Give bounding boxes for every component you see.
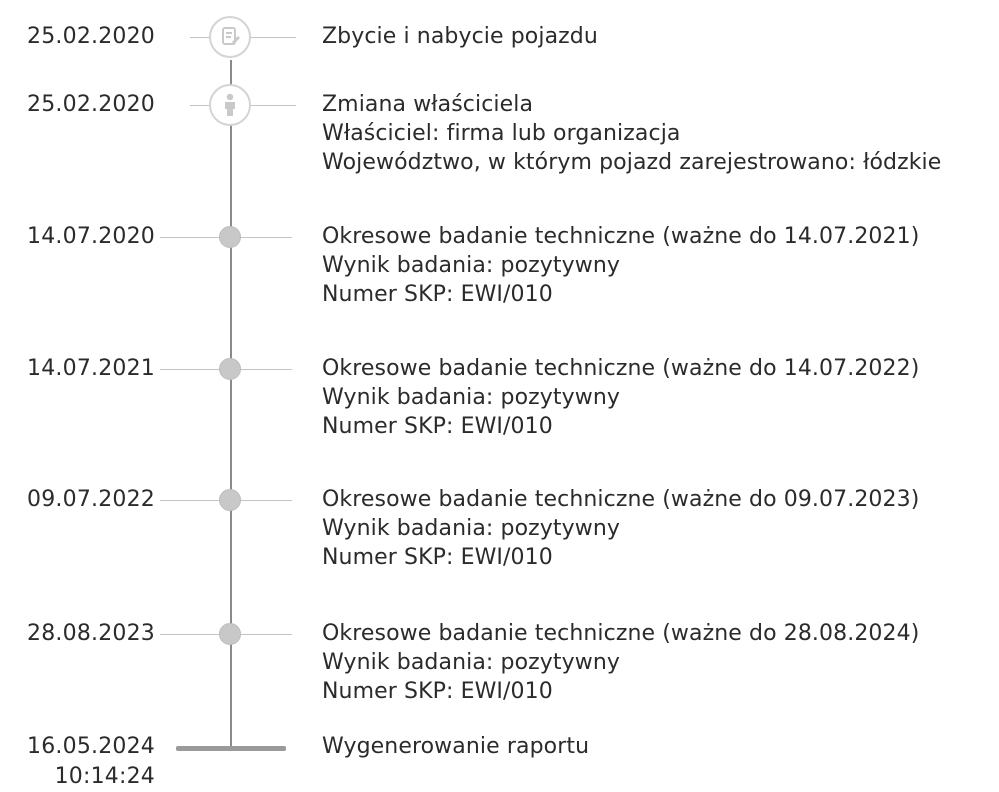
event-detail-line: Numer SKP: EWI/010 [322, 414, 553, 439]
event-title: Wygenerowanie raportu [322, 734, 590, 759]
event-detail-line: Wynik badania: pozytywny [322, 516, 621, 541]
event-icon-ring [209, 84, 251, 126]
event-marker-dot [219, 226, 241, 248]
event-date: 25.02.2020 [27, 24, 155, 49]
event-title: Okresowe badanie techniczne (ważne do 28… [322, 621, 920, 646]
event-icon-ring [209, 16, 251, 58]
event-marker-dot [219, 358, 241, 380]
event-marker-dot [219, 489, 241, 511]
timeline-end-bar [176, 746, 286, 751]
event-detail-line: Wynik badania: pozytywny [322, 650, 621, 675]
event-detail-line: Województwo, w którym pojazd zarejestrow… [322, 150, 942, 175]
event-date: 09.07.2022 [27, 487, 155, 512]
event-marker-dot [219, 623, 241, 645]
event-details: Zmiana właściciela Właściciel: firma lub… [322, 90, 941, 177]
event-title: Okresowe badanie techniczne (ważne do 14… [322, 224, 920, 249]
event-detail-line: Numer SKP: EWI/010 [322, 545, 553, 570]
event-date: 14.07.2021 [27, 356, 155, 381]
event-date: 16.05.2024 10:14:24 [0, 732, 155, 792]
event-title: Zmiana właściciela [322, 92, 534, 117]
event-details: Wygenerowanie raportu [322, 732, 589, 761]
timeline-spine [230, 60, 232, 750]
event-detail-line: Numer SKP: EWI/010 [322, 282, 553, 307]
event-detail-line: Wynik badania: pozytywny [322, 253, 621, 278]
event-detail-line: Właściciel: firma lub organizacja [322, 121, 681, 146]
event-title: Okresowe badanie techniczne (ważne do 14… [322, 356, 920, 381]
event-title: Okresowe badanie techniczne (ważne do 09… [322, 487, 920, 512]
event-date: 14.07.2020 [27, 224, 155, 249]
event-title: Zbycie i nabycie pojazdu [322, 24, 598, 49]
event-details: Okresowe badanie techniczne (ważne do 28… [322, 619, 919, 706]
event-details: Okresowe badanie techniczne (ważne do 14… [322, 354, 919, 441]
event-date: 25.02.2020 [27, 92, 155, 117]
event-detail-line: Numer SKP: EWI/010 [322, 679, 553, 704]
event-date: 28.08.2023 [27, 621, 155, 646]
event-details: Okresowe badanie techniczne (ważne do 14… [322, 222, 919, 309]
event-detail-line: Wynik badania: pozytywny [322, 385, 621, 410]
event-details: Zbycie i nabycie pojazdu [322, 22, 598, 51]
event-details: Okresowe badanie techniczne (ważne do 09… [322, 485, 919, 572]
event-time-value: 10:14:24 [54, 764, 155, 789]
event-date-value: 16.05.2024 [27, 734, 155, 759]
